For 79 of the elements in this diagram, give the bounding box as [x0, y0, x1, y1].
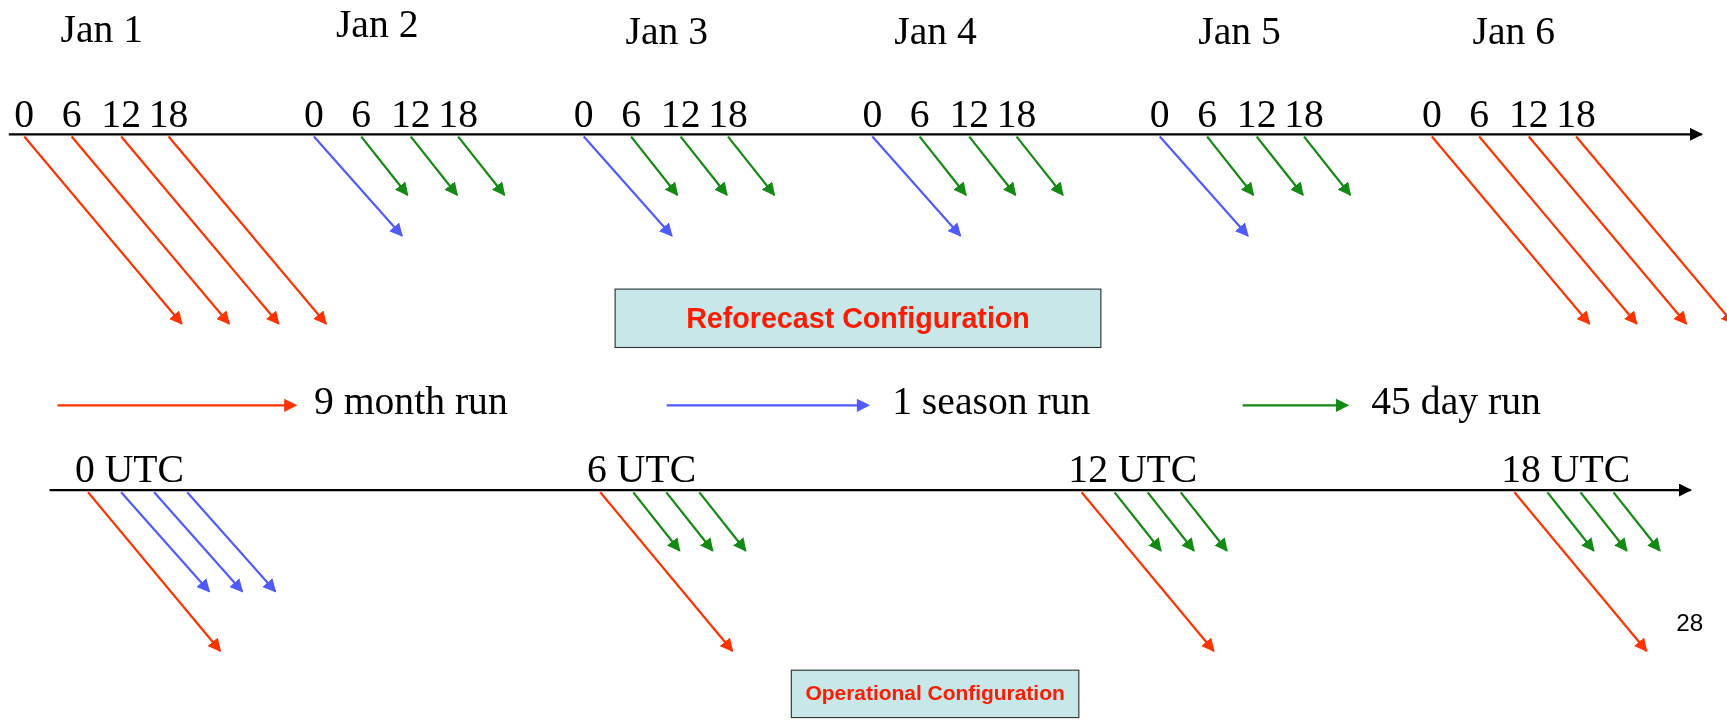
hour-label: 6	[61, 93, 82, 134]
hour-label: 0	[304, 93, 324, 134]
arrow	[918, 135, 967, 196]
utc-label: 6 UTC	[587, 449, 697, 489]
hour-label: 12	[660, 93, 701, 134]
arrow	[153, 491, 244, 593]
hour-label: 12	[1508, 93, 1549, 134]
arrow	[1579, 491, 1628, 552]
date-label: Jan 4	[894, 11, 977, 51]
utc-label: 0 UTC	[74, 449, 184, 489]
arrow	[1179, 491, 1228, 552]
hour-label: 18	[1556, 93, 1596, 134]
arrow	[1430, 135, 1591, 325]
arrow	[1113, 491, 1162, 552]
hour-label: 0	[14, 93, 35, 134]
date-label: Jan 1	[60, 8, 144, 49]
arrow	[1612, 491, 1661, 552]
hour-label: 6	[1469, 93, 1490, 134]
hour-label: 12	[1236, 93, 1277, 134]
date-label: Jan 6	[1472, 11, 1556, 51]
arrow	[167, 135, 327, 325]
arrow	[1146, 491, 1195, 552]
arrow	[665, 491, 714, 552]
arrow	[727, 135, 776, 196]
arrow	[1513, 491, 1648, 652]
arrow	[120, 135, 280, 325]
arrow	[1158, 135, 1249, 237]
arrow	[1478, 135, 1638, 325]
hour-label: 12	[101, 93, 141, 134]
hour-label: 6	[909, 93, 930, 134]
arrow	[630, 135, 679, 196]
arrow	[87, 491, 222, 652]
arrow	[1080, 491, 1215, 652]
arrow	[409, 135, 458, 196]
arrow	[457, 135, 506, 196]
arrow	[70, 135, 230, 325]
legend-text: 1 season run	[892, 381, 1091, 421]
config-box: Reforecast Configuration	[614, 288, 1102, 349]
date-label: Jan 5	[1198, 11, 1281, 51]
arrow	[968, 135, 1017, 196]
arrow	[313, 135, 403, 237]
hour-label: 0	[862, 93, 883, 134]
hour-label: 6	[621, 93, 641, 134]
arrow	[698, 491, 747, 552]
legend-text: 9 month run	[313, 381, 508, 421]
hour-label: 18	[996, 93, 1037, 134]
arrow	[1303, 135, 1352, 196]
date-label: Jan 2	[335, 4, 419, 45]
hour-label: 18	[438, 93, 478, 134]
hour-label: 18	[1284, 93, 1324, 134]
page-number: 28	[1676, 611, 1704, 636]
arrow	[679, 135, 728, 196]
hour-label: 6	[351, 93, 372, 134]
arrow	[1527, 135, 1688, 325]
arrow	[871, 135, 962, 237]
arrow	[1015, 135, 1064, 196]
hour-label: 12	[391, 93, 431, 134]
arrow	[120, 491, 211, 593]
hour-label: 12	[949, 93, 990, 134]
config-box: Operational Configuration	[790, 669, 1080, 719]
date-label: Jan 3	[625, 11, 709, 51]
arrow	[360, 135, 409, 196]
utc-label: 18 UTC	[1501, 449, 1631, 489]
arrow	[1206, 135, 1255, 196]
hour-label: 18	[148, 93, 189, 134]
arrow	[1255, 135, 1304, 196]
hour-label: 0	[1149, 93, 1170, 134]
arrow	[1546, 491, 1595, 552]
arrow	[186, 491, 277, 593]
arrow	[23, 135, 183, 325]
hour-label: 6	[1197, 93, 1218, 134]
hour-label: 0	[1421, 93, 1442, 134]
legend-text: 45 day run	[1371, 381, 1541, 421]
hour-label: 0	[573, 93, 594, 134]
arrow	[582, 135, 673, 237]
hour-label: 18	[708, 93, 748, 134]
arrow	[599, 491, 734, 652]
arrow	[632, 491, 681, 552]
utc-label: 12 UTC	[1068, 449, 1198, 489]
